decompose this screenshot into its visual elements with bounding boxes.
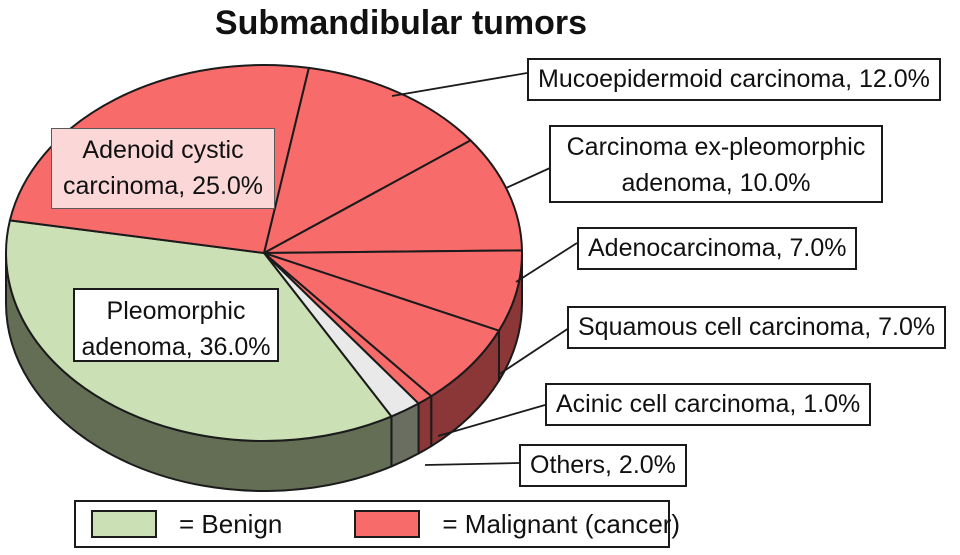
- leader-line-3: [497, 327, 570, 376]
- legend-label-malignant: = Malignant (cancer): [442, 508, 681, 539]
- slice-label-carcinoma-ex-pleomorphic-adenoma: Carcinoma ex-pleomorphic adenoma, 10.0%: [549, 125, 883, 203]
- pie-slice-side-acinic-cell-carcinoma: [417, 395, 433, 455]
- leader-line-0: [391, 72, 528, 97]
- leader-line-5: [424, 462, 520, 466]
- leader-line-1: [505, 167, 551, 189]
- slice-label-mucoepidermoid-carcinoma: Mucoepidermoid carcinoma, 12.0%: [527, 58, 941, 101]
- pie-slice-top-adenocarcinoma: [263, 249, 523, 332]
- legend-swatch-malignant: [354, 510, 421, 538]
- pie-slice-top-carcinoma-ex-pleomorphic-adenoma: [263, 139, 523, 254]
- slice-label-pleomorphic-adenoma: Pleomorphic adenoma, 36.0%: [73, 288, 279, 362]
- slice-label-adenocarcinoma: Adenocarcinoma, 7.0%: [577, 227, 858, 270]
- slice-label-squamous-cell-carcinoma: Squamous cell carcinoma, 7.0%: [567, 306, 947, 349]
- slice-label-others: Others, 2.0%: [519, 444, 687, 487]
- pie-slice-top-mucoepidermoid-carcinoma: [263, 66, 472, 254]
- leader-line-4: [437, 404, 546, 437]
- legend-swatch-benign: [91, 510, 157, 538]
- chart-title: Submandibular tumors: [214, 4, 588, 42]
- legend: = Benign = Malignant (cancer): [74, 500, 680, 548]
- legend-label-benign: = Benign: [179, 508, 283, 539]
- leader-line-2: [515, 242, 578, 283]
- slice-label-acinic-cell-carcinoma: Acinic cell carcinoma, 1.0%: [545, 383, 872, 426]
- pie-slice-top-squamous-cell-carcinoma: [263, 252, 500, 398]
- slice-label-adenoid-cystic-carcinoma: Adenoid cystic carcinoma, 25.0%: [51, 128, 275, 209]
